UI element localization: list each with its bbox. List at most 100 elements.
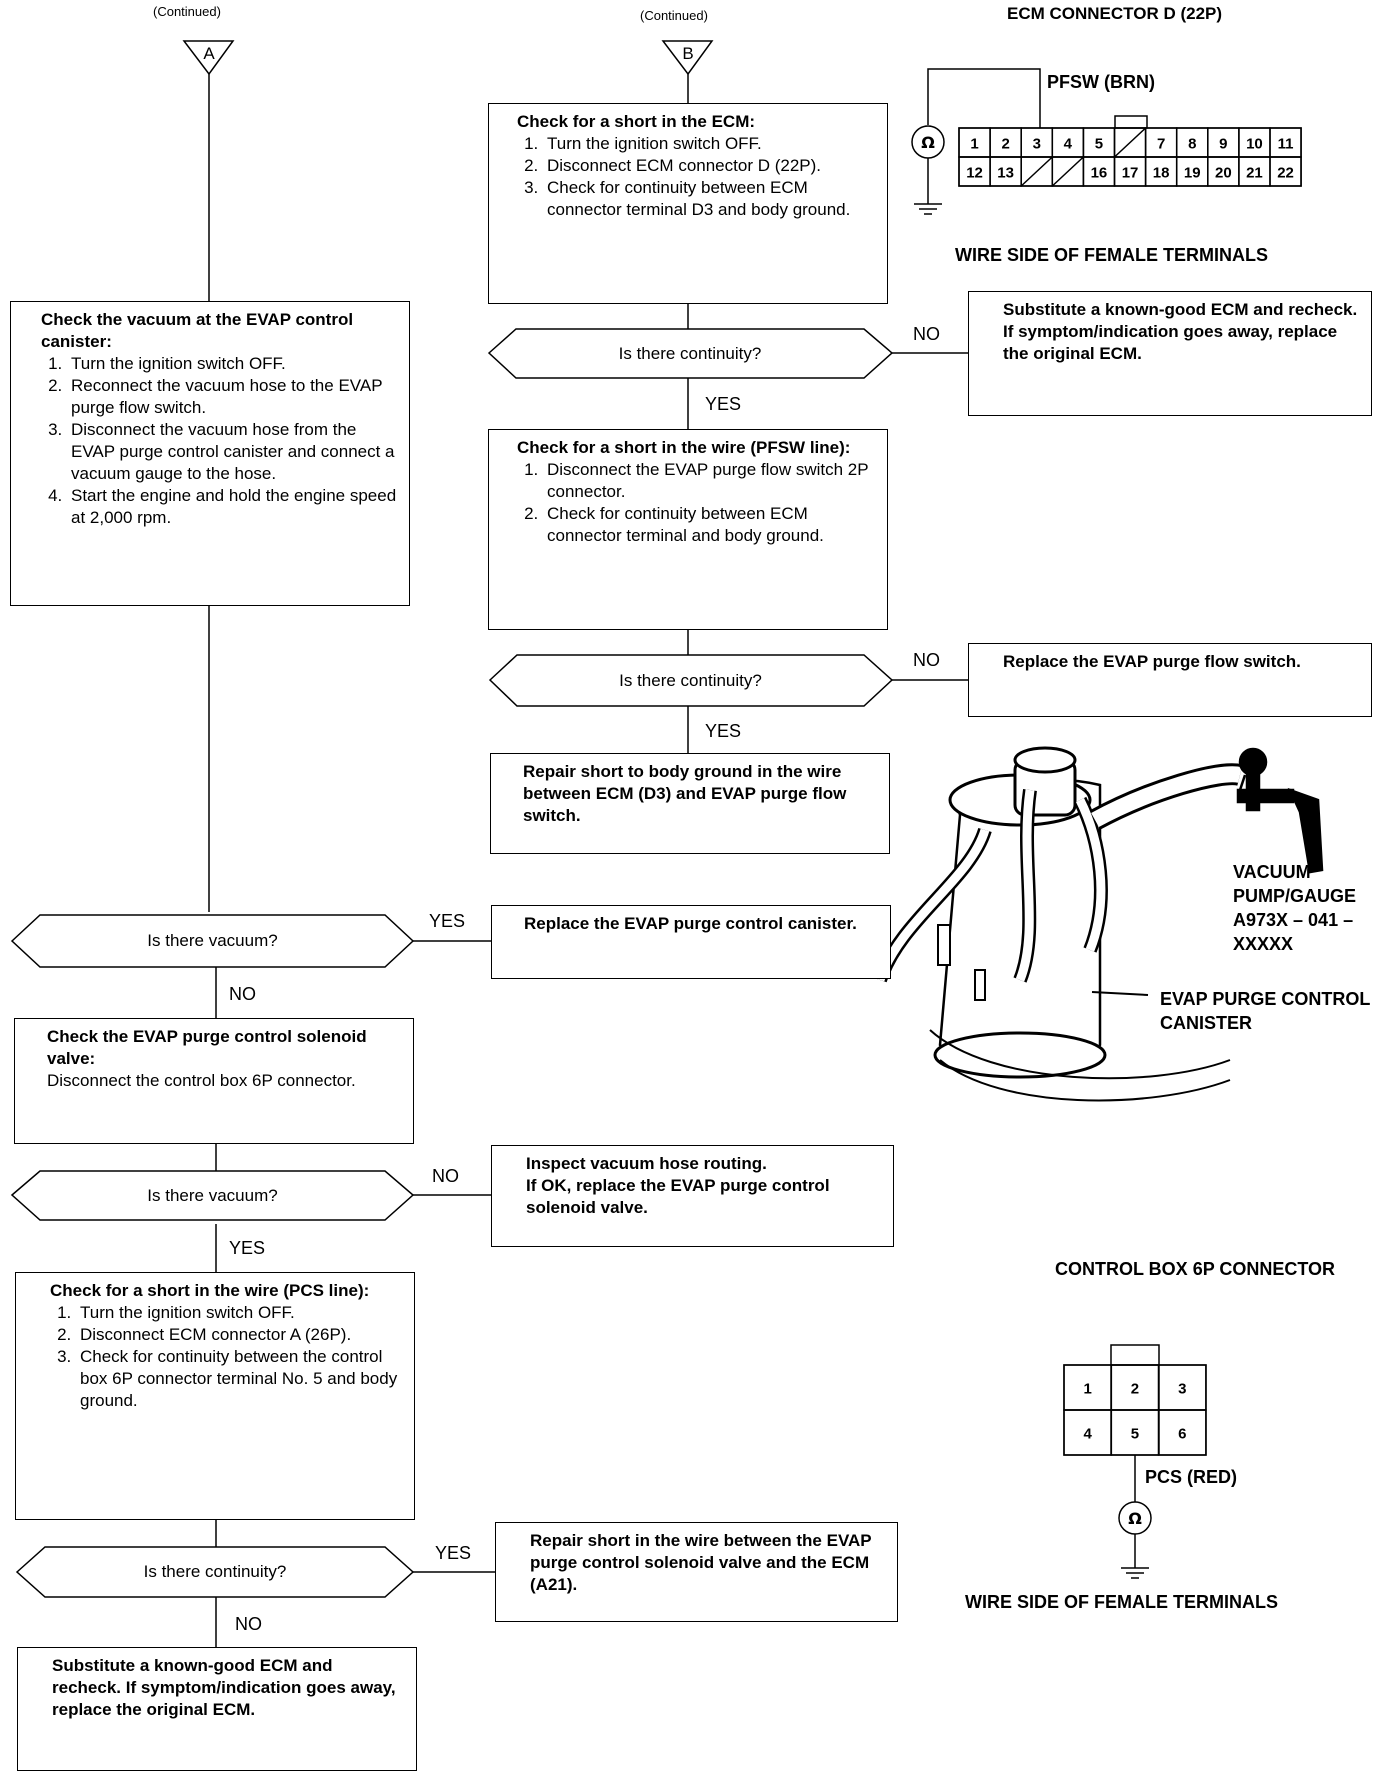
step-title: Check for a short in the wire (PFSW line… — [517, 438, 851, 457]
step-item: Turn the ignition switch OFF. — [67, 353, 399, 375]
step-item: Reconnect the vacuum hose to the EVAP pu… — [67, 375, 399, 419]
ecm-terminal-number: 19 — [1184, 165, 1201, 182]
step-title: Check for a short in the ECM: — [517, 112, 756, 131]
ecm-terminal-number: 2 — [1001, 136, 1009, 153]
check-short-in-ecm-box: Check for a short in the ECM: Turn the i… — [488, 103, 888, 304]
decision-question: Is there continuity? — [618, 343, 762, 363]
ecm-terminal-number: 8 — [1188, 136, 1196, 153]
step-line: Inspect vacuum hose routing. — [526, 1154, 767, 1173]
check-vacuum-canister-box: Check the vacuum at the EVAP control can… — [10, 301, 410, 606]
ecm-terminal-number: 12 — [966, 165, 983, 182]
repair-short-pcs-box: Repair short in the wire between the EVA… — [495, 1522, 898, 1622]
step-body: Disconnect the control box 6P connector. — [47, 1071, 356, 1090]
ecm-terminal-number: 16 — [1091, 165, 1108, 182]
control-box-terminal-number: 6 — [1178, 1426, 1186, 1443]
pump-label-line: VACUUM — [1233, 862, 1311, 882]
ecm-connector-caption: WIRE SIDE OF FEMALE TERMINALS — [955, 245, 1268, 265]
decision-shape — [10, 914, 415, 968]
substitute-ecm-final-box: Substitute a known-good ECM and recheck.… — [17, 1647, 417, 1771]
decision-shape — [488, 654, 894, 707]
substitute-ecm-box: Substitute a known-good ECM and recheck.… — [968, 291, 1372, 416]
decision-shape — [487, 328, 894, 379]
wire-color: (BRN) — [1104, 72, 1156, 92]
control-box-cells: 1 2 3 4 5 6 — [1063, 1364, 1207, 1456]
pfsw-wire-label: PFSW (BRN) — [1047, 70, 1155, 94]
control-box-title-line: CONTROL BOX — [1055, 1259, 1188, 1279]
decision-question: Is there continuity? — [619, 670, 762, 690]
yes-label: YES — [705, 721, 742, 741]
control-box-terminal-cell — [1157, 1409, 1207, 1456]
check-short-pcs-box: Check for a short in the wire (PCS line)… — [15, 1272, 415, 1520]
control-box-caption: WIRE SIDE OF FEMALE TERMINALS — [965, 1592, 1278, 1612]
no-label: NO — [913, 650, 940, 670]
step-item: Turn the ignition switch OFF. — [543, 133, 877, 155]
continued-label-a: (Continued) — [153, 4, 221, 19]
control-box-terminal-number: 3 — [1178, 1381, 1186, 1398]
ecm-empty-terminal — [1020, 156, 1053, 187]
yes-label: YES — [429, 911, 466, 931]
ecm-empty-terminal — [1051, 156, 1084, 187]
step-item: Disconnect ECM connector D (22P). — [543, 155, 877, 177]
vacuum-pump-label: VACUUM PUMP/GAUGE A973X – 041 – XXXXX — [1233, 860, 1392, 956]
replace-canister-box: Replace the EVAP purge control canister. — [491, 905, 891, 979]
ecm-terminal-cell — [1269, 156, 1302, 187]
no-label: NO — [229, 984, 256, 1004]
decision-shape — [15, 1546, 415, 1598]
ecm-terminal-number: 4 — [1064, 136, 1073, 153]
ecm-terminal-number: 1 — [970, 136, 978, 153]
step-line: If OK, replace the EVAP purge control so… — [526, 1176, 830, 1217]
ecm-terminal-number: 17 — [1122, 165, 1139, 182]
check-solenoid-valve-box: Check the EVAP purge control solenoid va… — [14, 1018, 414, 1144]
control-box-title: CONTROL BOX 6P CONNECTOR — [1055, 1257, 1335, 1281]
no-label: NO — [913, 324, 940, 344]
ecm-terminal-number: 3 — [1033, 136, 1041, 153]
step-item: Turn the ignition switch OFF. — [76, 1302, 404, 1324]
step-item: Check for continuity between the control… — [76, 1346, 404, 1412]
step-item: Start the engine and hold the engine spe… — [67, 485, 399, 529]
vacuum-pump-illustration — [1236, 747, 1324, 874]
control-box-terminal-number: 5 — [1131, 1426, 1139, 1443]
canister-pointer — [1091, 991, 1149, 996]
ecm-terminal-number: 20 — [1215, 165, 1232, 182]
continuation-marker-a — [182, 40, 235, 76]
pump-label-line: PUMP/GAUGE — [1233, 886, 1357, 906]
evap-canister-illustration — [873, 746, 1243, 1102]
canister-label-line: CONTROL — [1281, 989, 1371, 1009]
step-item: Check for continuity between ECM connect… — [543, 503, 877, 547]
inspect-hose-routing-box: Inspect vacuum hose routing. If OK, repl… — [491, 1145, 894, 1247]
check-short-pfsw-box: Check for a short in the wire (PFSW line… — [488, 429, 888, 630]
ecm-terminal-number: 21 — [1246, 165, 1263, 182]
step-item: Check for continuity between ECM connect… — [543, 177, 877, 221]
yes-label: YES — [435, 1543, 472, 1563]
ecm-terminal-number: 7 — [1157, 136, 1165, 153]
step-title: Check for a short in the wire (PCS line)… — [50, 1281, 370, 1300]
repair-short-ground-box: Repair short to body ground in the wire … — [490, 753, 890, 854]
continuation-marker-b — [661, 40, 714, 76]
ecm-terminal-number: 10 — [1246, 136, 1263, 153]
wire-name: PFSW — [1047, 72, 1099, 92]
ohmmeter-symbol: Ω — [1128, 1509, 1142, 1528]
decision-question: Is there vacuum? — [147, 931, 278, 950]
ecm-terminal-number: 22 — [1277, 165, 1294, 182]
ecm-terminal-number: 13 — [997, 165, 1014, 182]
decision-question: Is there continuity? — [143, 1562, 287, 1581]
control-box-terminal-number: 2 — [1131, 1381, 1139, 1398]
control-box-terminal-number: 4 — [1083, 1426, 1092, 1443]
control-box-title-line: 6P CONNECTOR — [1192, 1259, 1336, 1279]
no-label: NO — [432, 1166, 459, 1186]
step-item: Disconnect ECM connector A (26P). — [76, 1324, 404, 1346]
canister-label: EVAP PURGE CONTROL CANISTER — [1160, 987, 1392, 1035]
ohmmeter-symbol: Ω — [921, 133, 935, 152]
ecm-terminal-number: 5 — [1095, 136, 1103, 153]
ecm-terminal-number: 18 — [1153, 165, 1170, 182]
yes-label: YES — [229, 1238, 266, 1258]
no-label: NO — [235, 1614, 262, 1634]
continued-label-b: (Continued) — [640, 8, 708, 23]
replace-purge-flow-switch-box: Replace the EVAP purge flow switch. — [968, 643, 1372, 717]
control-box-terminal-number: 1 — [1083, 1381, 1091, 1398]
marker-a-label: A — [203, 44, 215, 63]
canister-label-line: EVAP — [1160, 989, 1208, 1009]
canister-label-line: CANISTER — [1160, 1013, 1253, 1033]
